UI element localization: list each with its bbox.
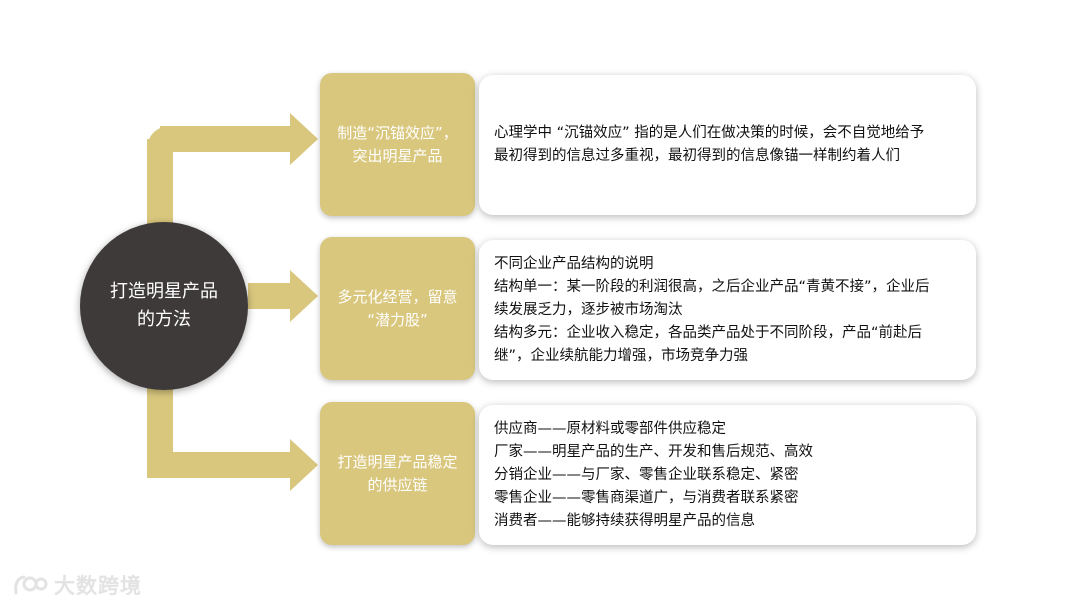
description-line: 消费者——能够持续获得明星产品的信息 [494, 512, 755, 529]
center-topic: 打造明星产品 的方法 [80, 222, 248, 390]
branch-2-label: 多元化经营，留意 “潜力股” [337, 287, 458, 329]
description-line: 厂家——明星产品的生产、开发和售后规范、高效 [494, 443, 813, 460]
watermark-text: 大数跨境 [54, 574, 142, 598]
arrow-top-head [290, 113, 318, 165]
description-line: 零售企业——零售商渠道广，与消费者联系紧密 [494, 489, 799, 506]
watermark-logo-icon [14, 575, 48, 595]
description-line: 结构单一：某一阶段的利润很高，之后企业产品“青黄不接”，企业后 [494, 278, 930, 295]
description-line: 供应商——原材料或零部件供应稳定 [494, 420, 726, 437]
description-line: 分销企业——与厂家、零售企业联系稳定、紧密 [494, 466, 799, 483]
branch-1-description-box: 心理学中 “沉锚效应” 指的是人们在做决策的时候，会不自觉地给予 最初得到的信息… [479, 75, 976, 215]
description-line: 结构多元：企业收入稳定，各品类产品处于不同阶段，产品“前赴后 [494, 324, 923, 341]
arrow-middle-head [290, 270, 318, 322]
branch-3-label: 打造明星产品稳定 的供应链 [337, 452, 458, 494]
branch-3-description-box: 供应商——原材料或零部件供应稳定 厂家——明星产品的生产、开发和售后规范、高效 … [479, 405, 976, 545]
branch-2-label-box: 多元化经营，留意 “潜力股” [320, 237, 475, 380]
description-line: 继”，企业续航能力增强，市场竞争力强 [494, 347, 749, 364]
branch-3-label-box: 打造明星产品稳定 的供应链 [320, 402, 475, 545]
description-line: 心理学中 “沉锚效应” 指的是人们在做决策的时候，会不自觉地给予 [494, 125, 925, 141]
description-line: 不同企业产品结构的说明 [494, 255, 654, 272]
arrow-bottom-head [290, 439, 318, 491]
description-line: 续发展乏力，逐步被市场淘汰 [494, 301, 683, 318]
branch-1-label: 制造“沉锚效应”， 突出明星产品 [337, 123, 458, 165]
watermark: 大数跨境 [12, 570, 142, 600]
branch-1-label-box: 制造“沉锚效应”， 突出明星产品 [320, 73, 475, 216]
center-topic-label: 打造明星产品 的方法 [110, 281, 218, 330]
description-line: 最初得到的信息过多重视，最初得到的信息像锚一样制约着人们 [494, 148, 900, 164]
branch-2-description-box: 不同企业产品结构的说明 结构单一：某一阶段的利润很高，之后企业产品“青黄不接”，… [479, 240, 976, 380]
